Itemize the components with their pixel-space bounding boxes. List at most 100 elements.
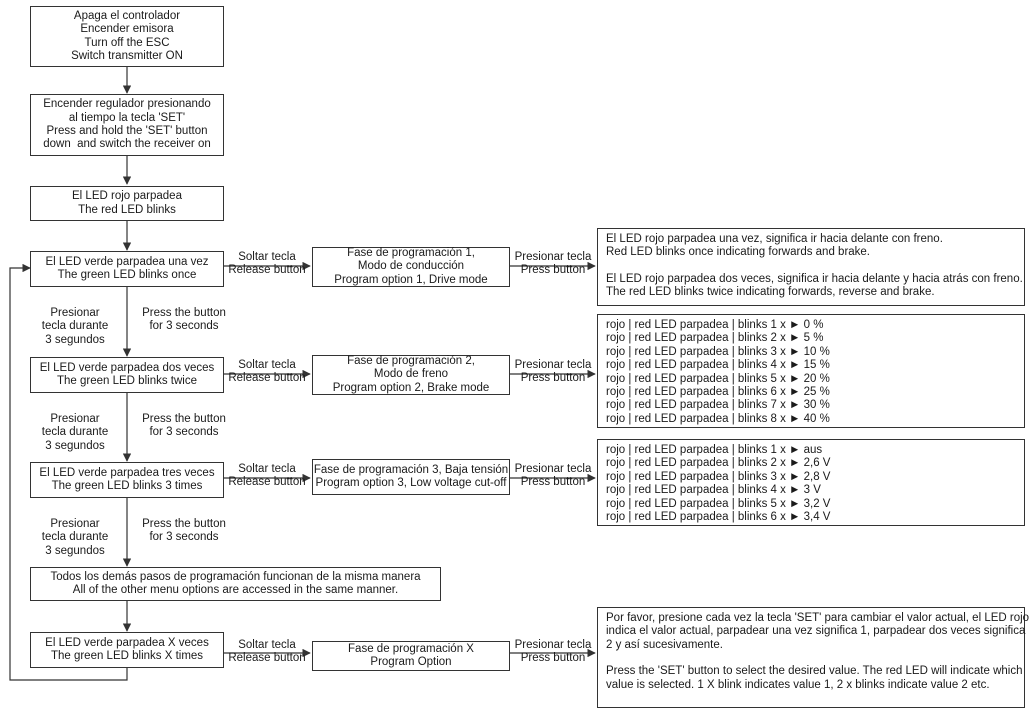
text-line: The green LED blinks once	[57, 269, 197, 281]
text-line: Program option 2, Brake mode	[332, 381, 490, 394]
text-line: Fase de programación X	[348, 642, 474, 655]
text-line: Press button	[520, 264, 586, 277]
text-line: El LED verde parpadea tres veces	[39, 466, 215, 479]
text-line: Release button	[228, 652, 306, 665]
text-line: 3 segundos	[45, 544, 105, 557]
text-line: Program Option	[370, 656, 452, 668]
text-line: Program option 1, Drive mode	[334, 273, 488, 286]
text-line: tecla durante	[41, 320, 109, 333]
text-line: tecla durante	[41, 531, 109, 544]
all-others-box: Todos los demás pasos de programación fu…	[30, 567, 441, 601]
text-line: Presionar tecla	[514, 463, 592, 475]
text-line: Presionar	[50, 413, 100, 425]
text-line: rojo | red LED parpadea | blinks 1 x ► a…	[606, 444, 823, 456]
text-line: Encender regulador presionando	[43, 98, 211, 111]
text-line: Press the button	[142, 518, 226, 530]
text-line: rojo | red LED parpadea | blinks 2 x ► 5…	[606, 332, 824, 345]
text-line: Release button	[228, 264, 306, 277]
text-line: Modo de freno	[373, 368, 449, 381]
text-line: for 3 seconds	[149, 320, 219, 333]
text-line: rojo | red LED parpadea | blinks 4 x ► 3…	[606, 484, 821, 497]
text-line: Por favor, presione cada vez la tecla 'S…	[606, 612, 1030, 624]
text-line: tecla durante	[41, 426, 109, 439]
loop-back-line	[9, 263, 128, 681]
text-line: rojo | red LED parpadea | blinks 3 x ► 1…	[606, 345, 830, 358]
text-line: Switch transmitter ON	[71, 49, 183, 62]
text-line: Red LED blinks once indicating forwards …	[606, 246, 871, 259]
text-line	[606, 260, 1016, 273]
text-line: rojo | red LED parpadea | blinks 4 x ► 1…	[606, 359, 830, 372]
text-line: 3 segundos	[45, 439, 105, 452]
text-line: Apaga el controlador	[73, 9, 181, 22]
text-line: Encender emisora	[80, 23, 174, 36]
result3-box: rojo | red LED parpadea | blinks 1 x ► a…	[597, 439, 1025, 526]
text-line: Release button	[228, 476, 306, 489]
text-line: Soltar tecla	[238, 463, 296, 475]
text-line: Soltar tecla	[238, 359, 296, 371]
text-line: Presionar tecla	[514, 639, 592, 651]
text-line: 3 segundos	[45, 333, 105, 346]
resultx-box: Por favor, presione cada vez la tecla 'S…	[597, 607, 1030, 708]
text-line: The green LED blinks twice	[57, 375, 197, 387]
text-line: All of the other menu options are access…	[72, 584, 399, 596]
text-line	[606, 652, 1016, 665]
text-line: El LED verde parpadea X veces	[45, 636, 209, 649]
text-line: Fase de programación 2,	[347, 354, 475, 367]
text-line: Press button	[520, 652, 586, 665]
text-line: Soltar tecla	[238, 639, 296, 651]
text-line: The red LED blinks	[78, 203, 176, 216]
text-line: Presionar	[50, 307, 100, 319]
text-line: Turn off the ESC	[84, 36, 170, 49]
result2-box: rojo | red LED parpadea | blinks 1 x ► 0…	[597, 314, 1025, 428]
text-line: Press button	[520, 372, 586, 385]
text-line: El LED verde parpadea una vez	[45, 255, 209, 268]
text-line: Presionar	[50, 518, 100, 530]
text-line: Release button	[228, 372, 306, 385]
text-line: Press the button	[142, 413, 226, 425]
text-line: Todos los demás pasos de programación fu…	[50, 570, 421, 583]
text-line: down and switch the receiver on	[43, 138, 211, 151]
text-line: El LED rojo parpadea una vez, significa …	[606, 233, 943, 245]
text-line: Soltar tecla	[238, 251, 296, 263]
text-line: Press the button	[142, 307, 226, 319]
text-line: Press and hold the 'SET' button	[46, 125, 208, 137]
text-line: The green LED blinks 3 times	[51, 480, 203, 492]
text-line: El LED rojo parpadea dos veces, signific…	[606, 272, 1023, 285]
text-line: Modo de conducción	[357, 260, 465, 273]
text-line: rojo | red LED parpadea | blinks 8 x ► 4…	[606, 412, 830, 425]
text-line: rojo | red LED parpadea | blinks 3 x ► 2…	[606, 470, 831, 483]
text-line: Fase de programación 3, Baja tensión	[313, 463, 509, 476]
text-line: indica el valor actual, parpadear una ve…	[606, 625, 1026, 638]
text-line: The red LED blinks twice indicating forw…	[606, 286, 935, 299]
text-line: rojo | red LED parpadea | blinks 1 x ► 0…	[606, 319, 824, 331]
text-line: for 3 seconds	[149, 426, 219, 439]
text-line: Presionar tecla	[514, 251, 592, 263]
text-line: rojo | red LED parpadea | blinks 6 x ► 2…	[606, 386, 830, 399]
text-line: Presionar tecla	[514, 359, 592, 371]
text-line: Fase de programación 1,	[347, 246, 475, 259]
text-line: for 3 seconds	[149, 531, 219, 544]
text-line: Press the 'SET' button to select the des…	[606, 665, 1023, 678]
